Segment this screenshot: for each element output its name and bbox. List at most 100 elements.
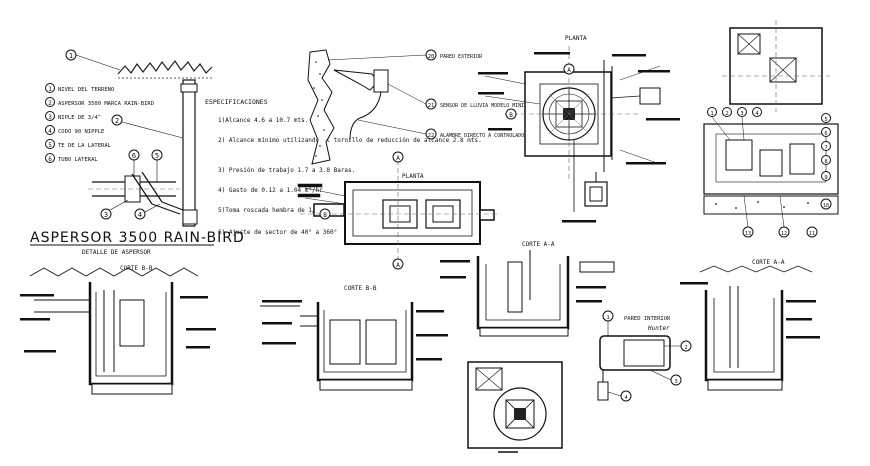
controller-brand: Hunter: [647, 325, 670, 332]
specs-title: ESPECIFICACIONES: [205, 98, 268, 106]
corte-bb-left-title: CORTE B-B: [120, 265, 153, 272]
sprinkler-legend: 1 NIVEL DEL TERRENO 2 ASPERSOR 3500 MARCA …: [45, 83, 154, 163]
svg-text:A: A: [396, 155, 400, 162]
valve-box-plan: PLANTA A A B: [297, 151, 500, 270]
axis-marker-A-top: A: [392, 151, 404, 163]
svg-text:4: 4: [48, 128, 52, 135]
section-aa-mid: CORTE A-A: [440, 241, 615, 337]
right-callout-10: 10: [820, 198, 832, 210]
planta-top-title: PLANTA: [565, 35, 587, 42]
svg-text:5: 5: [48, 142, 52, 149]
svg-text:B: B: [323, 212, 327, 219]
svg-text:NIPLE DE 3/4": NIPLE DE 3/4": [58, 115, 101, 121]
bottom-plan: [467, 361, 563, 453]
svg-text:2: 2: [48, 100, 52, 107]
axis-marker-A-top-plan: A: [563, 63, 575, 75]
svg-text:6: 6: [824, 131, 827, 137]
svg-text:1: 1: [48, 86, 52, 93]
sprinkler-subtitle: DETALLE DE ASPERSOR: [82, 249, 151, 256]
callout-4: 4: [134, 203, 161, 220]
svg-text:ASPERSOR 3500 MARCA RAIN-BIRD: ASPERSOR 3500 MARCA RAIN-BIRD: [58, 101, 154, 107]
spec-5: 5)Toma roscada hembra de 1/2": [218, 207, 323, 214]
svg-text:13: 13: [745, 231, 751, 237]
svg-text:A: A: [567, 67, 571, 74]
svg-text:4: 4: [138, 211, 142, 219]
spec-3: 3) Presión de trabajo 1.7 a 3.8 Baras.: [218, 167, 355, 174]
spec-6: 6) Ajuste de sector de 40° a 360°: [218, 229, 337, 236]
svg-text:CODO 90 NIPPLE: CODO 90 NIPPLE: [58, 129, 104, 135]
ground-hatch: [117, 59, 213, 75]
svg-text:6: 6: [48, 156, 52, 163]
svg-text:3: 3: [48, 114, 52, 121]
svg-text:5: 5: [824, 117, 827, 123]
wall-interior-label: PARED INTERIOR: [624, 316, 671, 322]
svg-text:9: 9: [824, 175, 827, 181]
svg-text:4: 4: [755, 111, 759, 117]
controller-callout-1: 1: [602, 310, 614, 322]
corte-aa-mid-title: CORTE A-A: [522, 241, 555, 248]
controller-callout-3: 3: [649, 369, 682, 386]
callout-5: 5: [151, 149, 163, 182]
svg-text:6: 6: [132, 152, 136, 160]
svg-text:11: 11: [809, 231, 815, 237]
svg-text:3: 3: [740, 111, 743, 117]
right-callout-13: 13: [742, 226, 754, 238]
spec-1: 1)Alcance 4.6 a 10.7 mts.: [218, 117, 308, 124]
legend-row-4: 4 CODO 90 NIPPLE: [45, 125, 104, 135]
svg-text:ALAMBRE DIRECTO A CONTROLADOR: ALAMBRE DIRECTO A CONTROLADOR: [440, 133, 528, 139]
callout-1: 1: [65, 49, 121, 71]
section-bb-mid: CORTE B-B: [260, 285, 448, 391]
svg-text:2: 2: [115, 117, 119, 125]
svg-text:10: 10: [823, 203, 829, 209]
svg-text:20: 20: [428, 54, 435, 60]
svg-text:TUBO LATERAL: TUBO LATERAL: [58, 157, 98, 163]
spec-4: 4) Gasto de 0.12 a 1.04 m³/hr: [218, 187, 323, 194]
right-callout-12: 12: [778, 226, 790, 238]
svg-text:12: 12: [781, 231, 787, 237]
svg-text:B: B: [509, 112, 513, 119]
svg-text:NIVEL DEL TERRENO: NIVEL DEL TERRENO: [58, 87, 114, 93]
sprinkler-title: ASPERSOR 3500 RAIN-BIRD: [30, 230, 245, 246]
svg-text:A: A: [396, 262, 400, 269]
right-callout-2: 2: [722, 107, 732, 117]
exterior-wall-section: [307, 49, 335, 165]
sprinkler-specs: ESPECIFICACIONES 1)Alcance 4.6 a 10.7 mt…: [205, 98, 482, 236]
svg-text:PARED EXTERIOR: PARED EXTERIOR: [440, 54, 483, 60]
spec-2: 2) Alcance mínimo utilizando el tornillo…: [218, 137, 482, 144]
callout-3: 3: [100, 199, 129, 220]
section-aa-right: CORTE A-A: [680, 259, 820, 391]
svg-text:2: 2: [725, 111, 728, 117]
right-callout-8: 8: [821, 155, 831, 165]
sprinkler-body: [182, 79, 196, 227]
controller-unit: 1 PARED INTERIOR Hunter 2 3 4: [597, 310, 692, 402]
right-callout-6: 6: [821, 127, 831, 137]
svg-text:8: 8: [824, 159, 827, 165]
axis-marker-B-top-plan: B: [505, 108, 517, 120]
svg-text:4: 4: [624, 395, 628, 401]
planta-mid-title: PLANTA: [402, 173, 424, 180]
svg-text:7: 7: [824, 145, 827, 151]
right-callout-1: 1: [707, 107, 717, 117]
svg-text:TE DE LA LATERAL: TE DE LA LATERAL: [58, 143, 112, 149]
svg-text:5: 5: [155, 152, 159, 160]
legend-row-2: 2 ASPERSOR 3500 MARCA RAIN-BIRD: [45, 97, 154, 107]
axis-marker-B-left: B: [319, 208, 331, 220]
wall-callout-20: 20 PARED EXTERIOR: [327, 49, 483, 61]
right-callout-4: 4: [752, 107, 762, 117]
right-callout-9: 9: [821, 171, 831, 181]
controller-callout-2: 2: [664, 340, 692, 352]
controller-plan-top: PLANTA A B: [478, 35, 680, 223]
right-callout-3: 3: [737, 107, 747, 117]
legend-row-6: 6 TUBO LATERAL: [45, 153, 98, 163]
callout-2: 2: [111, 114, 184, 139]
right-callout-11: 11: [806, 226, 818, 238]
svg-text:3: 3: [104, 211, 108, 219]
right-valve-detail: 1 2 3 4 5 6 7 8 9 10 11 12 13: [703, 20, 839, 238]
svg-text:2: 2: [684, 345, 687, 351]
axis-marker-A-bottom: A: [392, 258, 404, 270]
